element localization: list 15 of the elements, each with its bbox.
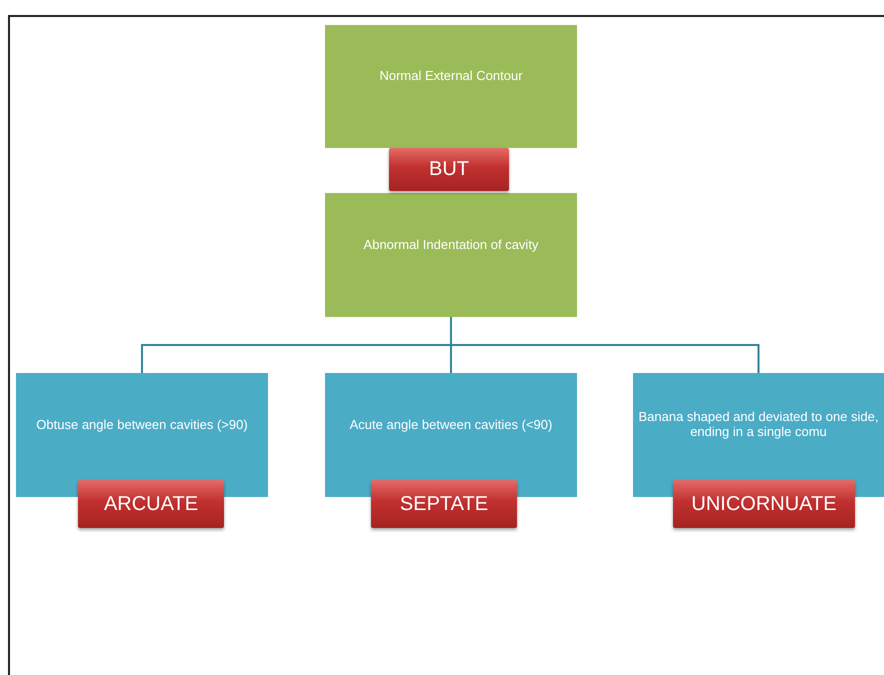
process-box: [325, 25, 577, 148]
box-text: Banana shaped and deviated to one side, ending in a single comu: [638, 410, 880, 440]
box-text: Acute angle between cavities (<90): [350, 418, 552, 432]
process-box: [633, 373, 884, 497]
label-tag: BUT: [389, 148, 509, 191]
process-box: [16, 373, 268, 497]
box-text: Abnormal Indentation of cavity: [364, 238, 538, 252]
label-tag: UNICORNUATE: [673, 480, 855, 528]
connector-line: [450, 317, 760, 373]
process-box: [325, 193, 577, 317]
process-box: [325, 373, 577, 497]
label-tag: SEPTATE: [371, 480, 517, 528]
box-text: Normal External Contour: [379, 69, 523, 84]
label-tag: ARCUATE: [78, 480, 224, 528]
box-text: Obtuse angle between cavities (>90): [36, 418, 248, 432]
